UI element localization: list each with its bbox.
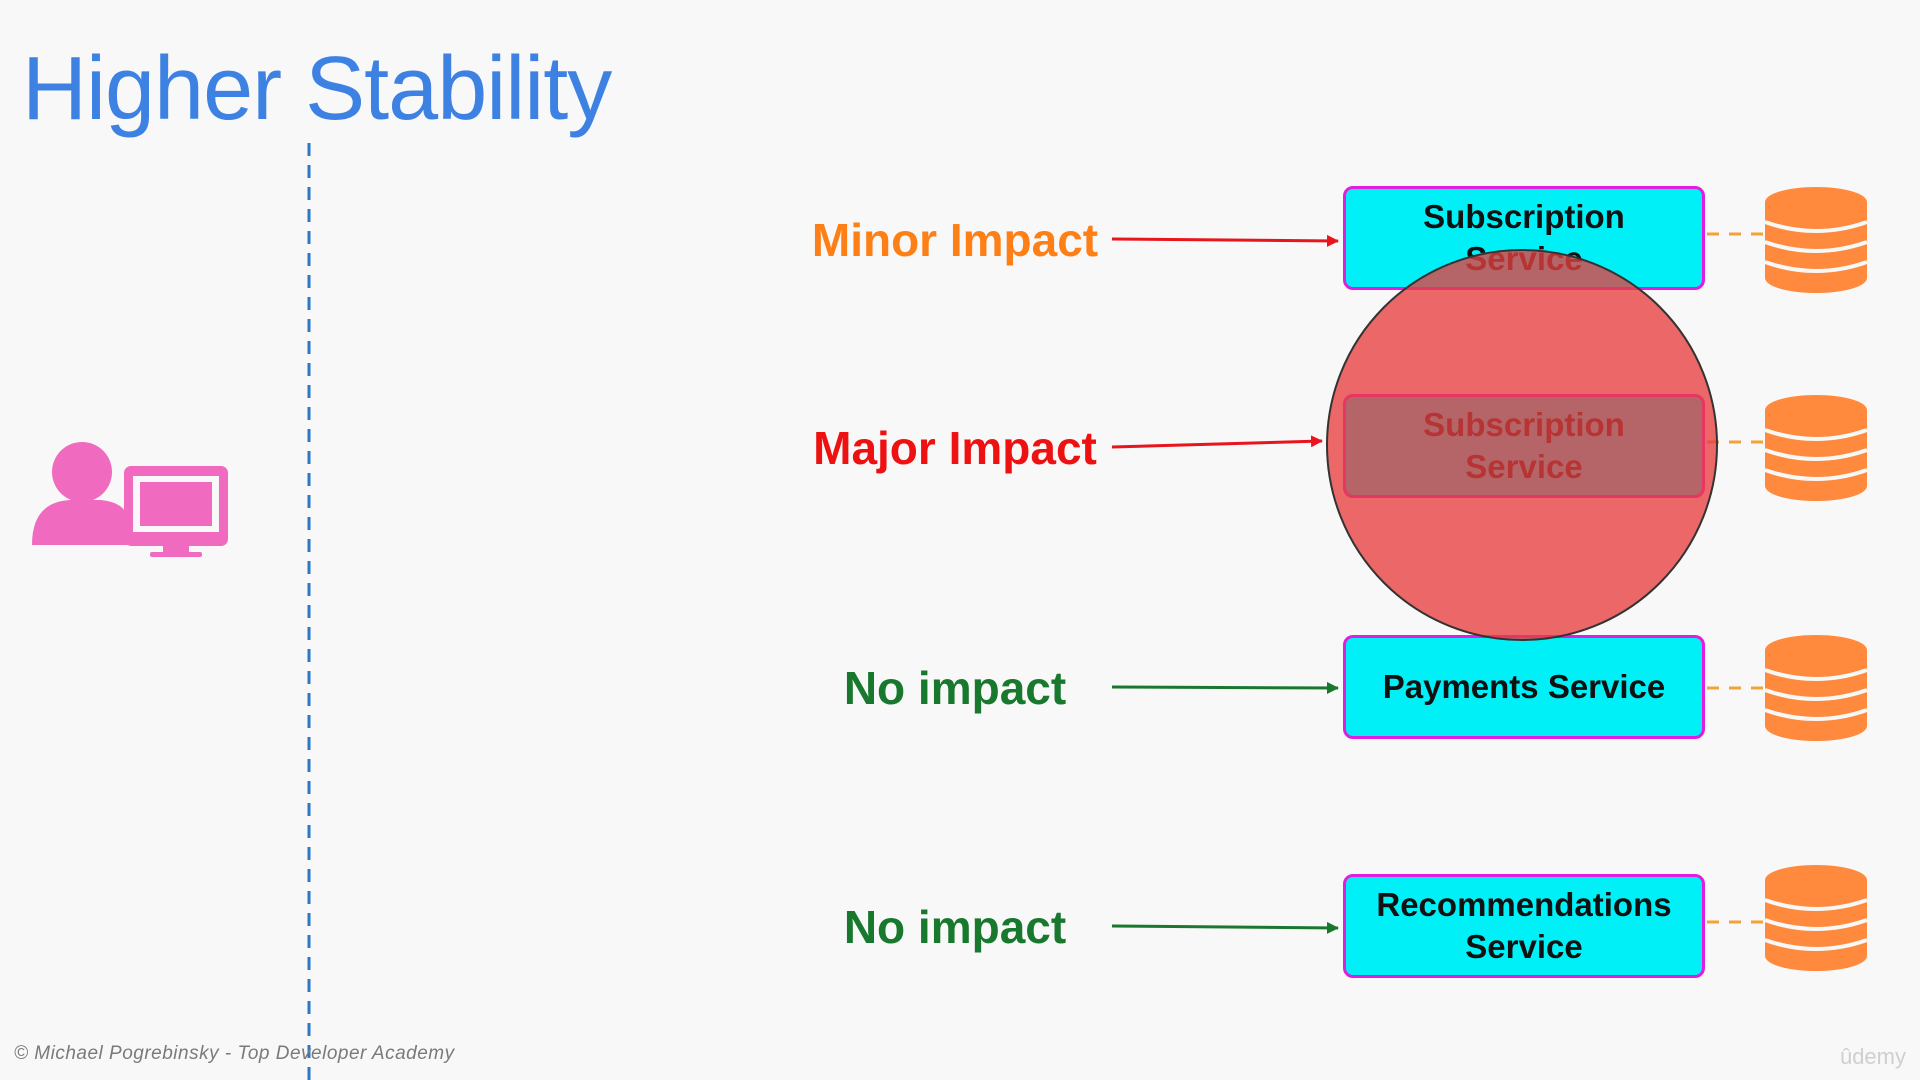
impact-label-recommendations: No impact xyxy=(843,901,1067,953)
service-box-recommendations: Recommendations Service xyxy=(1343,874,1705,978)
service-label: Service xyxy=(1465,928,1583,965)
database-icon xyxy=(1764,635,1868,741)
udemy-watermark: ûdemy xyxy=(1839,1044,1906,1069)
impact-label-minor: Minor Impact xyxy=(811,214,1099,266)
service-box-subscription-1: Subscription Service xyxy=(1343,186,1705,290)
database-icon xyxy=(1764,865,1868,971)
service-label: Recommendations xyxy=(1376,886,1672,923)
service-box-subscription-2: Subscription Service xyxy=(1343,394,1705,498)
database-icon xyxy=(1764,395,1868,501)
service-label: Payments Service xyxy=(1382,668,1666,705)
user-computer-icon xyxy=(32,442,228,557)
service-label: Subscription xyxy=(1423,198,1625,235)
service-box-payments: Payments Service xyxy=(1343,635,1705,739)
slide-title: Higher Stability xyxy=(22,39,612,139)
database-icon xyxy=(1764,187,1868,293)
service-label: Subscription xyxy=(1423,406,1625,443)
service-label: Service xyxy=(1465,448,1583,485)
impact-label-major: Major Impact xyxy=(813,422,1097,474)
impact-label-payments: No impact xyxy=(843,662,1067,714)
service-label: Service xyxy=(1465,240,1583,277)
copyright-footer: © Michael Pogrebinsky - Top Developer Ac… xyxy=(14,1043,455,1064)
